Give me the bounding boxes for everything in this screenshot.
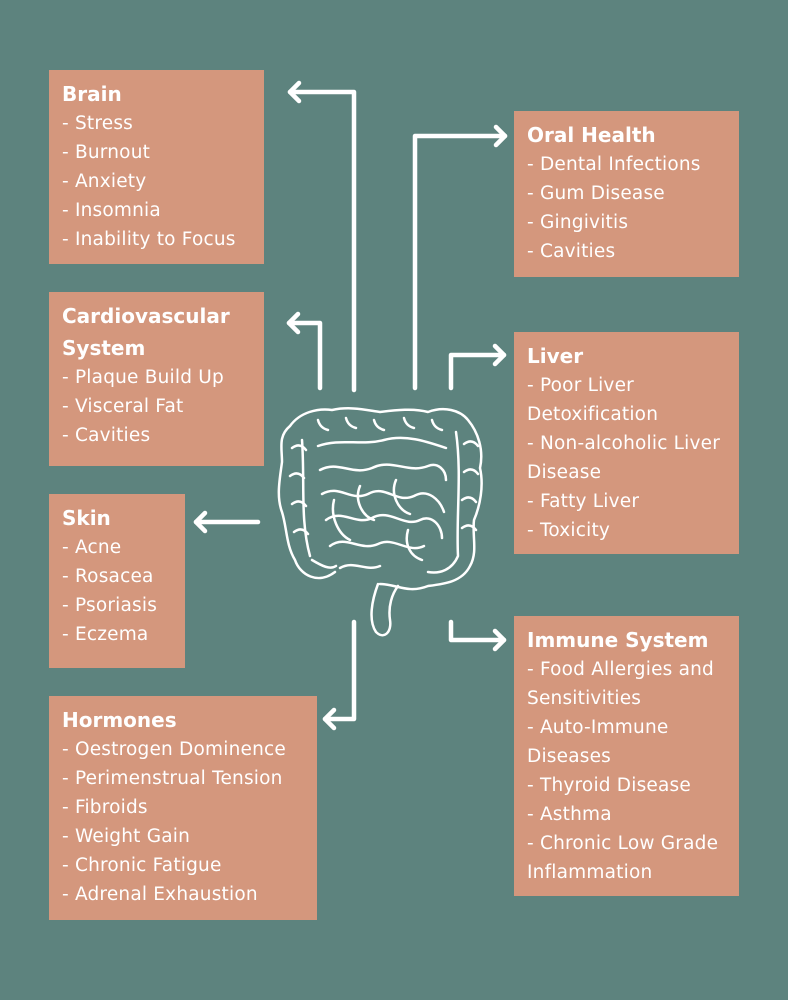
liver-title: Liver: [527, 344, 584, 368]
list-item: - Poor Liver: [527, 375, 634, 396]
arrow-head-cardiovascular: [286, 311, 301, 335]
hormones-list: - Oestrogen Dominence - Perimenstrual Te…: [62, 735, 305, 909]
cardiovascular-title-line: System: [62, 336, 146, 360]
list-item: - Auto-Immune: [527, 717, 669, 738]
liver-list: - Poor Liver Detoxification - Non-alcoho…: [527, 371, 727, 545]
list-item: - Chronic Fatigue: [62, 855, 222, 876]
brain-list: - Stress - Burnout - Anxiety - Insomnia …: [62, 109, 252, 254]
arrow-to-hormones: [322, 619, 357, 722]
list-item: - Stress: [62, 113, 134, 134]
oral-health-list: - Dental Infections - Gum Disease - Ging…: [527, 150, 727, 266]
list-item: - Fibroids: [62, 797, 148, 818]
list-item: - Rosacea: [62, 566, 154, 587]
list-item: - Chronic Low Grade: [527, 833, 719, 854]
list-item: - Anxiety: [62, 171, 147, 192]
hormones-box: Hormones - Oestrogen Dominence - Perimen…: [49, 696, 317, 920]
list-item: - Dental Infections: [527, 154, 701, 175]
list-item: - Cavities: [527, 241, 616, 262]
list-item: - Insomnia: [62, 200, 161, 221]
oral-health-title: Oral Health: [527, 123, 656, 147]
cardiovascular-title-line: Cardiovascular: [62, 304, 230, 328]
arrow-to-brain: [287, 89, 357, 393]
arrow-to-cardiovascular: [286, 320, 323, 391]
list-item: - Psoriasis: [62, 595, 158, 616]
skin-title: Skin: [62, 506, 111, 530]
list-item: - Perimenstrual Tension: [62, 768, 283, 789]
list-item: - Inability to Focus: [62, 229, 236, 250]
immune-system-box: Immune System - Food Allergies and Sensi…: [514, 616, 739, 896]
hormones-title: Hormones: [62, 708, 177, 732]
list-item: - Toxicity: [527, 520, 611, 541]
list-item: - Food Allergies and: [527, 659, 714, 680]
arrow-head-hormones: [322, 707, 337, 731]
intestines-icon: [277, 407, 483, 637]
skin-box: Skin - Acne - Rosacea - Psoriasis - Ecze…: [49, 494, 185, 668]
arrow-to-liver: [448, 352, 507, 391]
list-item: - Burnout: [62, 142, 151, 163]
list-item: - Acne: [62, 537, 122, 558]
list-item: - Gum Disease: [527, 183, 665, 204]
list-item: - Gingivitis: [527, 212, 629, 233]
list-item: - Adrenal Exhaustion: [62, 884, 258, 905]
arrow-head-liver: [492, 343, 507, 367]
immune-system-title: Immune System: [527, 628, 709, 652]
list-item: - Plaque Build Up: [62, 367, 224, 388]
arrow-head-skin: [193, 510, 208, 534]
list-item: - Asthma: [527, 804, 612, 825]
arrow-head-oral-health: [493, 124, 508, 148]
oral-health-box: Oral Health - Dental Infections - Gum Di…: [514, 111, 739, 277]
list-item: - Thyroid Disease: [527, 775, 691, 796]
list-item: - Weight Gain: [62, 826, 191, 847]
list-item: - Eczema: [62, 624, 149, 645]
list-item: - Visceral Fat: [62, 396, 184, 417]
immune-system-list: - Food Allergies and Sensitivities - Aut…: [527, 655, 727, 887]
arrow-head-brain: [287, 80, 302, 104]
brain-box: Brain - Stress - Burnout - Anxiety - Ins…: [49, 70, 264, 264]
arrow-to-immune-system: [448, 619, 507, 643]
cardiovascular-box: Cardiovascular System - Plaque Build Up …: [49, 292, 264, 466]
brain-title: Brain: [62, 82, 122, 106]
list-item: - Non-alcoholic Liver: [527, 433, 721, 454]
list-item: - Oestrogen Dominence: [62, 739, 286, 760]
list-item: - Fatty Liver: [527, 491, 640, 512]
list-item: Inflammation: [527, 862, 653, 883]
list-item: Detoxification: [527, 404, 659, 425]
list-item: Sensitivities: [527, 688, 642, 709]
skin-list: - Acne - Rosacea - Psoriasis - Eczema: [62, 533, 173, 649]
liver-box: Liver - Poor Liver Detoxification - Non-…: [514, 332, 739, 554]
arrow-to-oral-health: [412, 133, 508, 391]
arrow-head-immune-system: [492, 628, 507, 652]
list-item: - Cavities: [62, 425, 151, 446]
list-item: Diseases: [527, 746, 612, 767]
cardiovascular-title: Cardiovascular System: [62, 300, 252, 364]
list-item: Disease: [527, 462, 602, 483]
cardiovascular-list: - Plaque Build Up - Visceral Fat - Cavit…: [62, 363, 252, 450]
